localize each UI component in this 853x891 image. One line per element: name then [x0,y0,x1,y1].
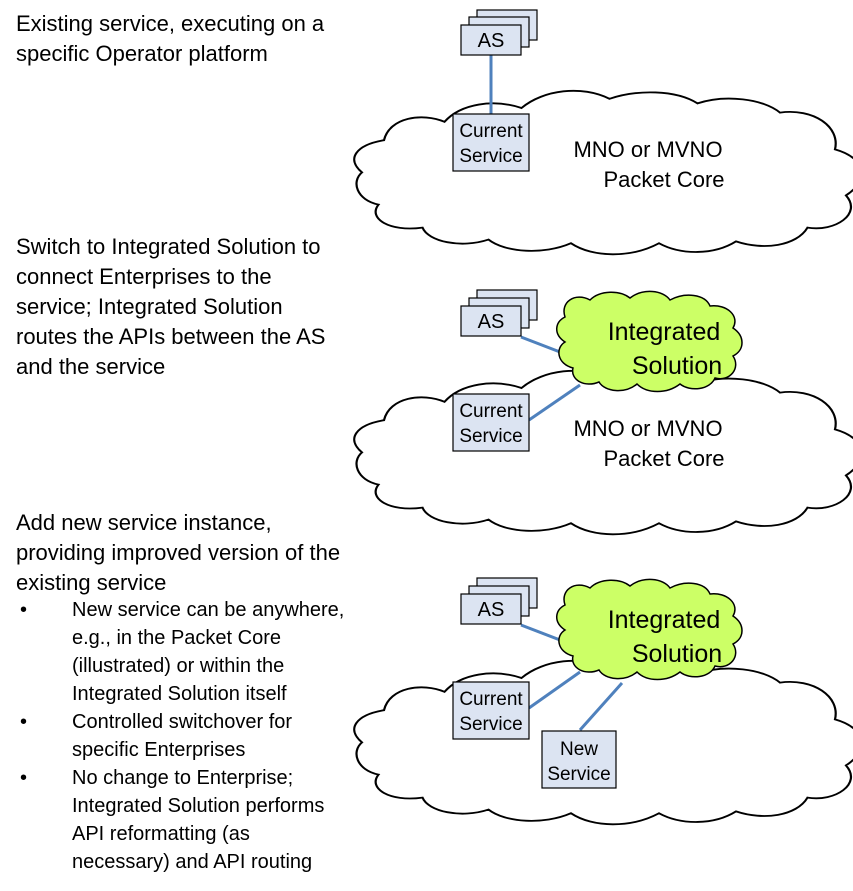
panel2-caption-line: routes the APIs between the AS [16,324,326,349]
bullet-item: New service can be anywhere, e.g., in th… [16,596,344,708]
bullet-line: (illustrated) or within the [72,655,285,677]
current-service-box: Current Service [452,113,530,172]
new-service-label: New [560,739,598,760]
bullet-item: Controlled switchover for specific Enter… [16,708,344,764]
current-service-label: Current [459,401,523,422]
as-link [520,623,561,642]
new-service-link [578,682,624,731]
bullet-line: Integrated Solution performs [72,795,325,817]
service-link [528,383,581,422]
bullet-line: API reformatting (as [72,823,250,845]
core-label: MNO or MVNO [573,416,722,441]
panel3-caption-line: existing service [16,570,167,595]
panel2-caption-line: Switch to Integrated Solution to [16,234,321,259]
panel2-diagram: AS Integrated Solution Current Service M… [353,289,853,536]
core-label: Packet Core [603,446,724,471]
as-link [520,335,561,354]
current-service-box: Current Service [452,681,530,740]
new-service-box: New Service [541,730,617,789]
core-label: Packet Core [603,167,724,192]
bullet-line: Integrated Solution itself [72,683,287,705]
panel3-caption-line: Add new service instance, [16,510,272,535]
integrated-label: Solution [632,352,722,380]
panel2-caption-line: connect Enterprises to the [16,264,272,289]
current-service-box: Current Service [452,393,530,452]
integrated-label: Integrated [608,318,721,346]
bullet-line: Controlled switchover for [72,711,293,733]
integrated-label: Integrated [608,606,721,634]
panel3-diagram: AS Integrated Solution Current Service N… [353,577,853,826]
bullet-line: necessary) and API routing [72,851,313,873]
current-service-label: Service [459,146,522,167]
panel2-caption-line: service; Integrated Solution [16,294,283,319]
panel2-caption-line: and the service [16,354,166,379]
new-service-label: Service [547,764,610,785]
as-stack: AS [460,577,538,625]
panel3-caption: Add new service instance, providing impr… [16,508,340,598]
bullet-line: e.g., in the Packet Core [72,627,282,649]
bullet-line: No change to Enterprise; [72,767,294,789]
service-link [528,670,581,710]
panel1-diagram: AS Current Service MNO or MVNO Packet Co… [353,9,853,256]
current-service-label: Service [459,714,522,735]
as-label: AS [478,599,505,621]
as-label: AS [478,30,505,52]
bullet-line: specific Enterprises [72,739,246,761]
current-service-label: Service [459,426,522,447]
integrated-label: Solution [632,640,722,668]
as-stack: AS [460,9,538,56]
core-label: MNO or MVNO [573,137,722,162]
panel1-caption-line: Existing service, executing on a [16,11,325,36]
current-service-label: Current [459,689,523,710]
panel1-caption: Existing service, executing on a specifi… [16,9,324,69]
panel1-caption-line: specific Operator platform [16,41,268,66]
as-label: AS [478,311,505,333]
panel3-caption-line: providing improved version of the [16,540,341,565]
as-stack: AS [460,289,538,337]
panel2-caption: Switch to Integrated Solution to connect… [16,232,325,382]
panel3-bullet-list: New service can be anywhere, e.g., in th… [16,596,344,876]
current-service-label: Current [459,121,523,142]
bullet-item: No change to Enterprise; Integrated Solu… [16,764,344,876]
bullet-line: New service can be anywhere, [72,599,345,621]
